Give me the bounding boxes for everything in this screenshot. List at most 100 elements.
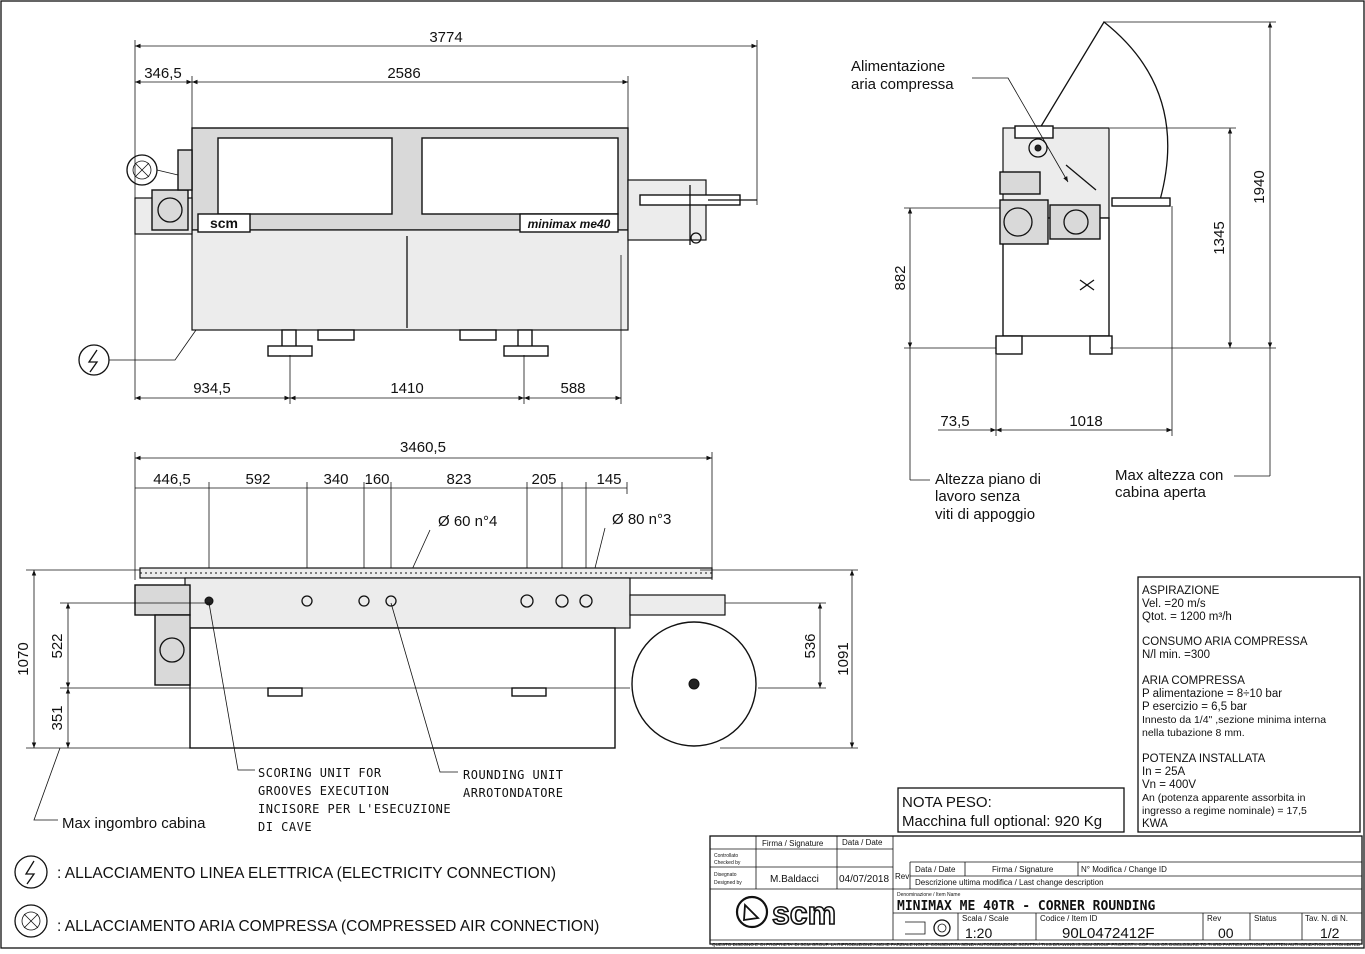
model-plate [519, 213, 619, 233]
air-legend-icon [14, 904, 48, 938]
work-height-label-1: Altezza piano di [935, 471, 1041, 488]
spec-box: ASPIRAZIONE Vel. =20 m/s Qtot. = 1200 m³… [1137, 576, 1361, 833]
tb-firma2: Firma / Signature [992, 865, 1054, 874]
legend-electric: : ALLACCIAMENTO LINEA ELETTRICA (ELECTRI… [57, 865, 556, 882]
dim-top-total: 3460,5 [400, 439, 446, 456]
top-view: 3460,5 446,5 592 340 160 823 205 145 Ø 6… [15, 439, 858, 834]
tb-rev-label2: Rev [1207, 914, 1221, 923]
dim-top-right-upper: 536 [802, 633, 819, 658]
rounding-unit-label-1: ROUNDING UNIT [463, 768, 563, 782]
scoring-unit-label-3: INCISORE PER L'ESECUZIONE [258, 802, 451, 816]
front-model: minimax me40 [528, 217, 611, 231]
tb-footer: QUESTO DISEGNO E' DI PROPRIETA' DI SCM G… [712, 942, 1361, 947]
tb-date: 04/07/2018 [839, 874, 889, 885]
spec-3-line-4: nella tubazione 8 mm. [1142, 727, 1245, 739]
dim-side-base-width: 1018 [1069, 413, 1102, 430]
tb-firma: Firma / Signature [762, 839, 824, 848]
tb-rev: 00 [1218, 925, 1234, 941]
dim-top-depth-lower: 351 [49, 705, 66, 730]
spec-title-4: POTENZA INSTALLATA [1142, 753, 1266, 765]
spec-4-line-5: KWA [1142, 818, 1168, 830]
max-height-label-1: Max altezza con [1115, 467, 1223, 484]
spec-title-2: CONSUMO ARIA COMPRESSA [1142, 636, 1308, 648]
scm-logo: scm [735, 894, 837, 932]
tb-item-id-label: Codice / Item ID [1040, 914, 1098, 923]
weight-title: NOTA PESO: [902, 794, 992, 811]
tb-item-id: 90L0472412F [1062, 925, 1155, 942]
scoring-unit-label-2: GROOVES EXECUTION [258, 784, 389, 798]
dim-top-depth-total: 1070 [15, 642, 32, 675]
dim-top-seg-4: 160 [364, 471, 389, 488]
tb-scale: 1:20 [965, 925, 992, 941]
dim-top-depth-upper: 522 [49, 633, 66, 658]
spec-title-3: ARIA COMPRESSA [1142, 675, 1245, 687]
dim-top-seg-7: 145 [596, 471, 621, 488]
dim-side-base-left: 73,5 [940, 413, 969, 430]
dim-top-seg-6: 205 [531, 471, 556, 488]
front-brand: scm [210, 215, 238, 231]
electric-connection-icon [78, 344, 110, 376]
tb-status-label: Status [1254, 914, 1277, 923]
dim-side-work-height: 882 [892, 265, 909, 290]
dim-top-right-total: 1091 [835, 642, 852, 675]
tb-data: Data / Date [842, 838, 883, 847]
tb-logo-text: scm [772, 895, 836, 931]
spec-3-line-1: P alimentazione = 8÷10 bar [1142, 688, 1282, 700]
spec-4-line-2: Vn = 400V [1142, 779, 1196, 791]
title-block: Firma / Signature Data / Date Controllat… [709, 835, 1363, 947]
dim-front-bottom-right: 588 [560, 380, 585, 397]
spec-4-line-1: In = 25A [1142, 766, 1185, 778]
spec-title-1: ASPIRAZIONE [1142, 585, 1220, 597]
legend-air: : ALLACCIAMENTO ARIA COMPRESSA (COMPRESS… [57, 918, 599, 935]
spec-4-line-3: An (potenza apparente assorbita in [1142, 792, 1306, 804]
spec-2-line-1: N/l min. =300 [1142, 649, 1210, 661]
tb-controllato: Controllato [714, 853, 738, 859]
tb-desc-label: Descrizione ultima modifica / Last chang… [915, 878, 1104, 887]
tb-sheet-label: Tav. N. di N. [1305, 914, 1348, 923]
dim-top-seg-2: 592 [245, 471, 270, 488]
dim-front-bottom-left: 934,5 [193, 380, 231, 397]
air-supply-label-2: aria compressa [851, 76, 954, 93]
electric-legend-icon [14, 855, 48, 889]
rounding-unit-label-2: ARROTONDATORE [463, 786, 563, 800]
dim-front-total: 3774 [429, 29, 462, 46]
spec-3-line-2: P esercizio = 6,5 bar [1142, 701, 1247, 713]
spec-3-line-3: Innesto da 1/4" ,sezione minima interna [1142, 714, 1326, 726]
dim-side-height-max: 1940 [1251, 170, 1268, 203]
front-view: 3774 346,5 2586 scm minimax me40 [78, 29, 758, 404]
dim-top-seg-1: 446,5 [153, 471, 191, 488]
work-height-label-3: viti di appoggio [935, 506, 1035, 523]
tb-checked-by: Checked by [714, 860, 741, 866]
weight-note: NOTA PESO: Macchina full optional: 920 K… [897, 787, 1125, 833]
tb-scale-label: Scala / Scale [962, 914, 1009, 923]
tb-change-id: N° Modifica / Change ID [1081, 865, 1167, 874]
dim-top-seg-5: 823 [446, 471, 471, 488]
air-supply-label-1: Alimentazione [851, 58, 945, 75]
holes-small-label: Ø 60 n°4 [438, 513, 497, 530]
dim-front-body: 2586 [387, 65, 420, 82]
tb-data2: Data / Date [915, 865, 956, 874]
tb-disegnato: Disegnato [714, 872, 737, 878]
scoring-unit-label-1: SCORING UNIT FOR [258, 766, 382, 780]
spec-1-line-2: Qtot. = 1200 m³/h [1142, 611, 1232, 623]
spec-4-line-4: ingresso a regime nominale) = 17,5 [1142, 805, 1307, 817]
tb-sheet: 1/2 [1320, 925, 1340, 941]
scm-logo-plate [197, 213, 251, 233]
scoring-unit-label-4: DI CAVE [258, 820, 312, 834]
dim-top-seg-3: 340 [323, 471, 348, 488]
work-height-label-2: lavoro senza [935, 488, 1021, 505]
max-cabin-label: Max ingombro cabina [62, 815, 206, 832]
tb-item-name-label: Denominazione / Item Name [897, 892, 961, 898]
legend: : ALLACCIAMENTO LINEA ELETTRICA (ELECTRI… [14, 855, 599, 938]
tb-rev-label: Rev [895, 872, 909, 881]
dim-front-left: 346,5 [144, 65, 182, 82]
spec-1-line-1: Vel. =20 m/s [1142, 598, 1206, 610]
side-view: Alimentazione aria compressa 1940 1345 8… [851, 21, 1276, 523]
weight-value: Macchina full optional: 920 Kg [902, 813, 1102, 830]
tb-item-name: MINIMAX ME 40TR - CORNER ROUNDING [897, 899, 1155, 914]
tb-designer: M.Baldacci [770, 874, 819, 885]
tb-designed-by: Designed by [714, 880, 742, 886]
top-upper-body [184, 577, 631, 629]
